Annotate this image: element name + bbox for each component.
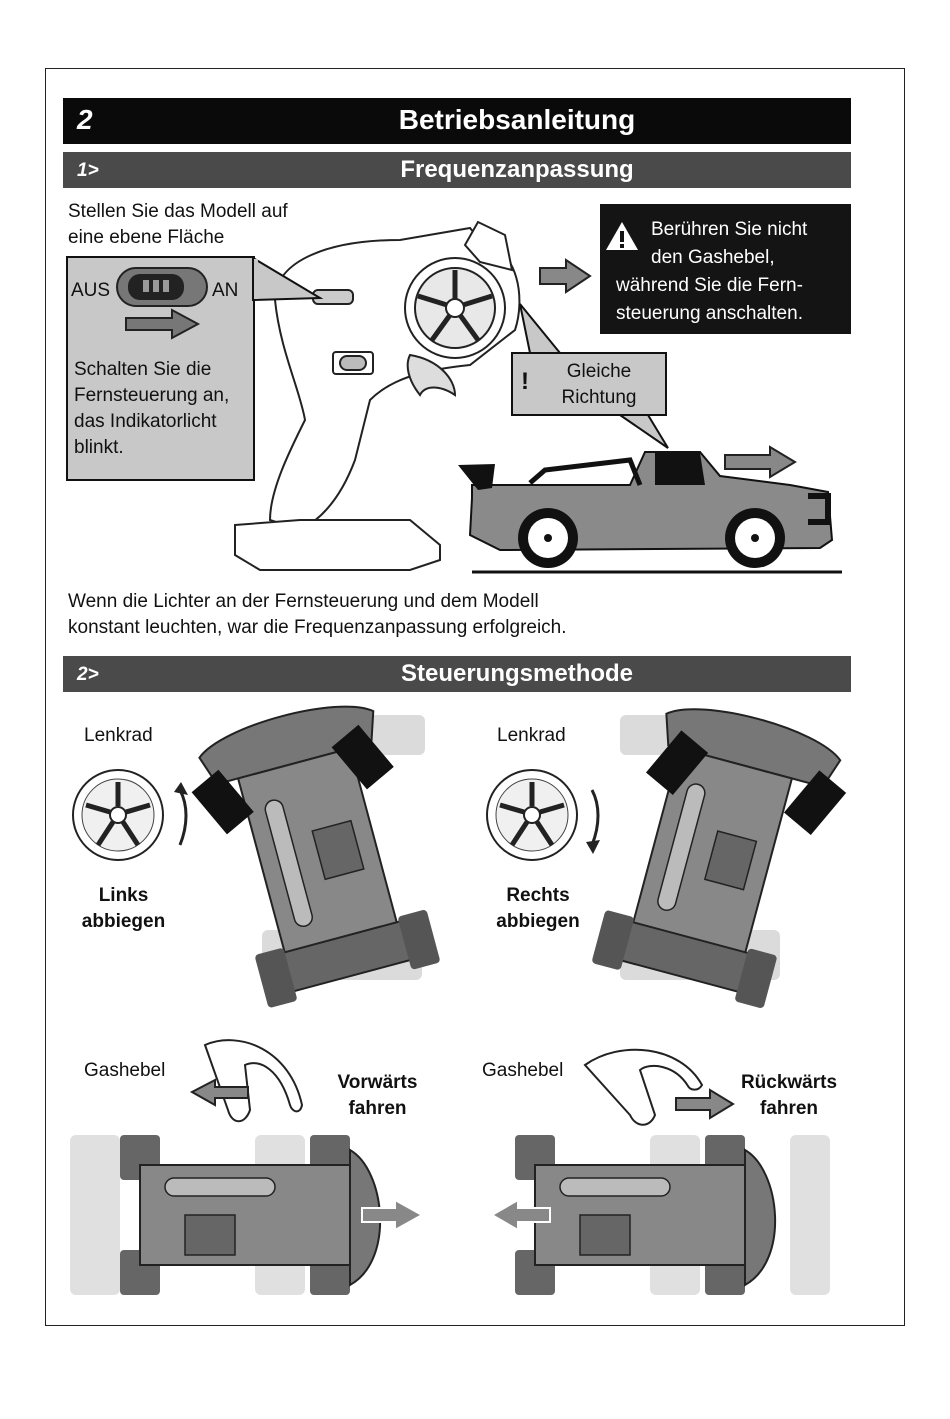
switch-note-line: Fernsteuerung an, [74,385,230,406]
warning-triangle-icon [606,222,638,250]
steer-number: 2> [77,664,99,685]
page-frame [45,68,905,1326]
forward-action-line: fahren [348,1098,407,1119]
left-action: Links abbiegen [66,883,181,935]
intro-line-1: Stellen Sie das Modell auf [68,201,288,222]
left-wheel-label: Lenkrad [84,725,153,746]
steer-title: Steuerungsmethode [400,660,634,687]
intro-text: Stellen Sie das Modell auf eine ebene Fl… [68,199,288,251]
switch-off-label: AUS [71,280,111,301]
freq-header: 1> Frequenzanpassung [63,152,851,188]
success-line-2: konstant leuchten, war die Frequenzanpas… [68,617,567,638]
freq-number: 1> [77,160,99,181]
switch-note-line: Schalten Sie die [74,359,212,380]
switch-note-line: das Indikatorlicht [74,411,217,432]
direction-callout [511,352,667,416]
intro-line-2: eine ebene Fläche [68,227,225,248]
section-title: Betriebsanleitung [398,104,636,135]
section-number: 2 [77,104,93,135]
switch-note-line: blinkt. [74,437,124,458]
switch-on-label: AN [212,280,239,301]
reverse-throttle-label: Gashebel [482,1060,564,1081]
success-line-1: Wenn die Lichter an der Fernsteuerung un… [68,591,539,612]
warning-line: Berühren Sie nicht [651,219,808,240]
right-action: Rechts abbiegen [478,883,598,935]
warning-box: Berühren Sie nicht den Gashebel, während… [600,204,851,334]
direction-line: Gleiche [566,361,632,382]
switch-note: Schalten Sie die Fernsteuerung an, das I… [74,357,229,461]
warning-line: den Gashebel, [651,247,775,268]
right-action-line: Rechts [506,885,570,906]
forward-action: Vorwärts fahren [325,1070,430,1122]
success-text: Wenn die Lichter an der Fernsteuerung un… [68,589,567,641]
right-action-line: abbiegen [496,911,580,932]
reverse-action: Rückwärts fahren [730,1070,848,1122]
warning-line: während Sie die Fern- [616,275,803,296]
freq-title: Frequenzanpassung [400,156,634,183]
direction-text: Gleiche Richtung [540,359,658,411]
warning-line: steuerung anschalten. [616,303,803,324]
left-action-line: abbiegen [81,911,166,932]
direction-line: Richtung [561,387,637,408]
reverse-action-line: Rückwärts [740,1072,838,1093]
section-header: 2 Betriebsanleitung [63,98,851,144]
steer-header: 2> Steuerungsmethode [63,656,851,692]
exclamation-icon: ! [521,368,529,395]
forward-throttle-label: Gashebel [84,1060,166,1081]
forward-action-line: Vorwärts [337,1072,418,1093]
reverse-action-line: fahren [759,1098,819,1119]
right-wheel-label: Lenkrad [497,725,566,746]
left-action-line: Links [98,885,149,906]
